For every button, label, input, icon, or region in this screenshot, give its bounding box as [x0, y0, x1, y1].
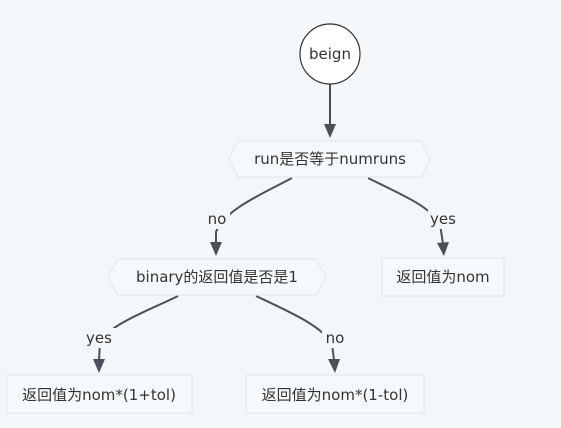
decision-run-check-label: run是否等于numruns — [254, 150, 406, 168]
start-node-label: beign — [309, 45, 351, 63]
arrowhead — [324, 124, 336, 138]
edge-start-to-run-check — [324, 84, 336, 138]
start-node: beign — [299, 23, 361, 85]
edge-run-check-no: no — [204, 177, 293, 256]
edge-label-yes: yes — [86, 329, 112, 347]
arrowhead — [328, 359, 340, 373]
arrowhead — [437, 242, 449, 256]
edge-label-yes: yes — [430, 210, 456, 228]
decision-run-check: run是否等于numruns — [228, 140, 431, 178]
result-return-minus-tol: 返回值为nom*(1-tol) — [245, 374, 425, 414]
arrowhead — [93, 359, 105, 373]
edge-label-no: no — [326, 329, 345, 347]
result-return-plus-tol-label: 返回值为nom*(1+tol) — [22, 386, 176, 404]
decision-binary-check-label: binary的返回值是否是1 — [136, 268, 298, 286]
edge-binary-check-yes: yes — [84, 295, 179, 373]
result-return-nom-label: 返回值为nom — [396, 268, 489, 286]
result-return-nom: 返回值为nom — [381, 257, 505, 297]
edge-run-check-yes: yes — [367, 177, 460, 256]
arrowhead — [210, 242, 222, 256]
result-return-plus-tol: 返回值为nom*(1+tol) — [6, 374, 193, 414]
edge-label-no: no — [208, 210, 227, 228]
result-return-minus-tol-label: 返回值为nom*(1-tol) — [262, 386, 409, 404]
decision-binary-check: binary的返回值是否是1 — [107, 258, 327, 296]
edge-binary-check-no: no — [255, 295, 348, 373]
